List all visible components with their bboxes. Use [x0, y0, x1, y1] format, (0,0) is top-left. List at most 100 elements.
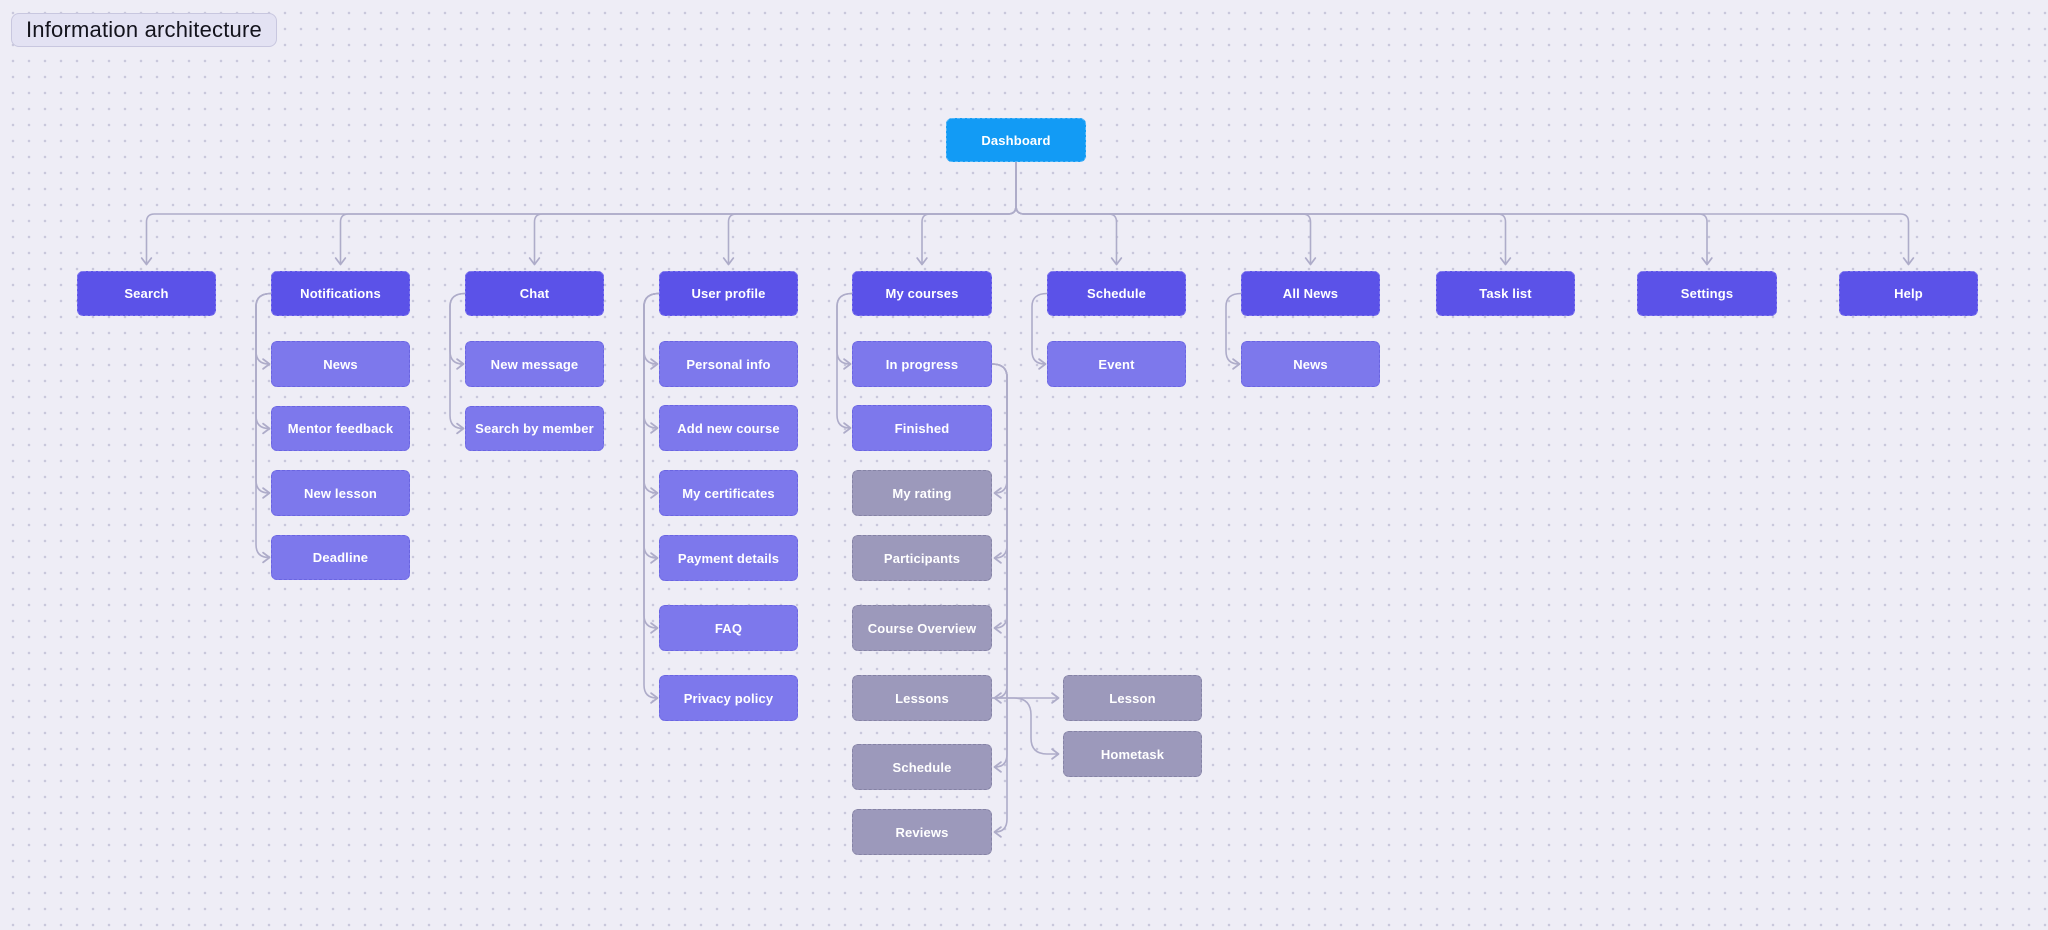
connector-in_progress-course_overview [991, 363, 1008, 634]
node-settings[interactable]: Settings [1637, 271, 1777, 316]
node-lessons[interactable]: Lessons [852, 675, 992, 721]
connector-lessons-hometask [991, 697, 1060, 760]
connector-dashboard-settings [1015, 161, 1713, 266]
node-my_certificates[interactable]: My certificates [659, 470, 798, 516]
node-hometask[interactable]: Hometask [1063, 731, 1202, 777]
connector-schedule-event [1031, 292, 1048, 370]
node-label: Deadline [312, 550, 369, 565]
connector-dashboard-all_news [1015, 161, 1317, 266]
node-label: My courses [885, 286, 959, 301]
node-finished[interactable]: Finished [852, 405, 992, 451]
connector-in_progress-my_rating [991, 363, 1008, 499]
node-schedule_course[interactable]: Schedule [852, 744, 992, 790]
node-schedule[interactable]: Schedule [1047, 271, 1186, 316]
node-label: New message [490, 356, 579, 372]
node-label: Course Overview [867, 620, 977, 636]
node-label: News [1293, 356, 1328, 372]
node-privacy_policy[interactable]: Privacy policy [659, 675, 798, 721]
node-label: Privacy policy [683, 690, 774, 706]
node-label: Chat [519, 286, 550, 301]
node-label: Search [124, 286, 169, 301]
node-label: Participants [883, 550, 961, 566]
node-my_courses[interactable]: My courses [852, 271, 992, 316]
node-label: User profile [691, 286, 766, 301]
node-news_notifications[interactable]: News [271, 341, 410, 387]
node-user_profile[interactable]: User profile [659, 271, 798, 316]
node-label: My rating [892, 485, 952, 501]
node-label: Finished [894, 420, 950, 436]
node-label: Schedule [892, 759, 952, 775]
node-dashboard[interactable]: Dashboard [946, 118, 1086, 162]
node-deadline[interactable]: Deadline [271, 535, 410, 580]
node-chat[interactable]: Chat [465, 271, 604, 316]
node-label: Mentor feedback [287, 421, 394, 436]
connector-in_progress-lessons [991, 363, 1008, 704]
node-label: Reviews [895, 824, 949, 840]
connector-chat-search_by_member [449, 292, 466, 435]
connector-user_profile-payment_details [643, 292, 660, 564]
title-badge[interactable]: Information architecture [11, 13, 277, 47]
connector-user_profile-faq [643, 292, 660, 634]
node-new_message[interactable]: New message [465, 341, 604, 387]
connector-user_profile-my_certificates [643, 292, 660, 499]
node-course_overview[interactable]: Course Overview [852, 605, 992, 651]
node-faq[interactable]: FAQ [659, 605, 798, 651]
node-payment_details[interactable]: Payment details [659, 535, 798, 581]
node-label: Settings [1680, 286, 1734, 301]
node-personal_info[interactable]: Personal info [659, 341, 798, 387]
node-participants[interactable]: Participants [852, 535, 992, 581]
connector-in_progress-schedule_course [991, 363, 1008, 773]
node-label: News [323, 356, 358, 372]
connector-notifications-deadline [255, 292, 272, 564]
node-lesson[interactable]: Lesson [1063, 675, 1202, 721]
node-label: Schedule [1087, 286, 1146, 301]
node-label: Payment details [677, 550, 780, 566]
node-all_news[interactable]: All News [1241, 271, 1380, 316]
connector-dashboard-user_profile [722, 161, 1017, 266]
node-label: New lesson [303, 485, 378, 501]
node-label: Hometask [1100, 746, 1165, 762]
node-label: My certificates [682, 485, 775, 501]
connector-dashboard-my_courses [916, 161, 1017, 266]
connector-dashboard-chat [528, 161, 1017, 266]
node-label: FAQ [714, 620, 743, 636]
node-label: Dashboard [981, 132, 1051, 148]
connector-chat-new_message [449, 292, 466, 370]
connector-user_profile-personal_info [643, 292, 660, 370]
node-label: Search by member [475, 421, 594, 436]
node-mentor_feedback[interactable]: Mentor feedback [271, 406, 410, 451]
node-notifications[interactable]: Notifications [271, 271, 410, 316]
connector-dashboard-task_list [1015, 161, 1512, 266]
node-news_all[interactable]: News [1241, 341, 1380, 387]
connector-notifications-news_notifications [255, 292, 272, 370]
connector-all_news-news_all [1225, 292, 1242, 370]
node-label: Add new course [677, 420, 780, 436]
node-label: Lesson [1109, 690, 1156, 706]
node-new_lesson[interactable]: New lesson [271, 470, 410, 516]
node-label: In progress [885, 356, 959, 372]
connector-dashboard-schedule [1015, 161, 1123, 266]
node-search_by_member[interactable]: Search by member [465, 406, 604, 451]
node-label: All News [1282, 286, 1339, 301]
node-label: Notifications [300, 286, 381, 301]
node-label: Task list [1479, 286, 1532, 301]
connector-in_progress-participants [991, 363, 1008, 564]
connector-my_courses-in_progress [836, 292, 853, 370]
node-search[interactable]: Search [77, 271, 216, 316]
node-label: Lessons [895, 690, 949, 706]
connector-notifications-mentor_feedback [255, 292, 272, 435]
node-in_progress[interactable]: In progress [852, 341, 992, 387]
node-label: Personal info [686, 356, 771, 372]
connector-dashboard-search [140, 161, 1017, 266]
node-my_rating[interactable]: My rating [852, 470, 992, 516]
page-title: Information architecture [26, 17, 262, 42]
node-event[interactable]: Event [1047, 341, 1186, 387]
node-task_list[interactable]: Task list [1436, 271, 1575, 316]
node-reviews[interactable]: Reviews [852, 809, 992, 855]
node-help[interactable]: Help [1839, 271, 1978, 316]
connector-notifications-new_lesson [255, 292, 272, 499]
node-label: Event [1098, 356, 1135, 372]
node-add_new_course[interactable]: Add new course [659, 405, 798, 451]
